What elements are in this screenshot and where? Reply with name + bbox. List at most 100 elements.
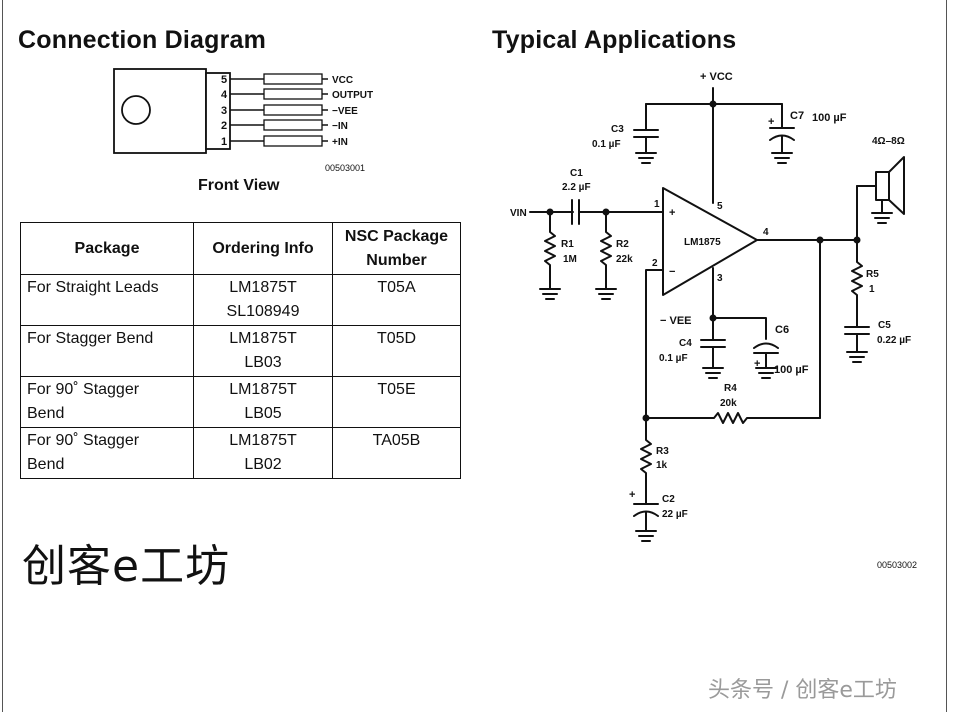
connection-diagram-title: Connection Diagram xyxy=(18,26,267,54)
resistor-r5 xyxy=(851,239,863,327)
ground-icon xyxy=(702,367,724,379)
c6-value: 100 µF xyxy=(774,364,809,376)
capacitor-c3 xyxy=(633,103,659,154)
c2-value: 22 µF xyxy=(662,509,688,520)
r2-label: R2 xyxy=(616,239,629,250)
ordering-line: LM1875T xyxy=(229,330,297,347)
c7-value: 100 µF xyxy=(812,112,847,124)
ordering-line: LM1875T xyxy=(229,279,297,296)
pin-row-5 xyxy=(230,73,328,85)
pin-label-5: VCC xyxy=(332,75,353,86)
input-line xyxy=(529,199,664,225)
header-nsc-package-number: NSC Package Number xyxy=(332,222,461,275)
nsc-cell: T05D xyxy=(332,325,461,377)
resistor-r3 xyxy=(640,417,652,504)
r3-value: 1k xyxy=(656,460,668,471)
pin-label-3: −VEE xyxy=(332,106,358,117)
c3-label: C3 xyxy=(611,124,624,135)
r1-value: 1M xyxy=(563,254,577,265)
ground-icon xyxy=(635,152,657,164)
capacitor-c6 xyxy=(753,342,779,369)
nsc-cell: T05A xyxy=(332,274,461,326)
lm1875-amplifier xyxy=(662,187,758,296)
ordering-cell: LM1875T LB02 xyxy=(193,427,333,479)
ground-icon xyxy=(755,367,777,379)
c3-value: 0.1 µF xyxy=(592,139,621,150)
vcc-rail xyxy=(645,87,783,204)
pin2-label: 2 xyxy=(652,258,658,269)
vee-label: − VEE xyxy=(660,315,692,327)
header-ordering-info: Ordering Info xyxy=(193,222,333,275)
nsc-cell: TA05B xyxy=(332,427,461,479)
pin-row-2 xyxy=(230,119,328,131)
capacitor-c4 xyxy=(700,339,726,369)
pin5-label: 5 xyxy=(717,201,723,212)
application-part-code: 00503002 xyxy=(877,560,917,570)
vee-rail xyxy=(709,267,767,340)
r2-value: 22k xyxy=(616,254,633,265)
package-cell: For 90˚ Stagger Bend xyxy=(20,376,194,428)
c6-label: C6 xyxy=(775,324,789,336)
ordering-line: LM1875T xyxy=(229,381,297,398)
pin-label-2: −IN xyxy=(332,121,348,132)
ordering-line: LB05 xyxy=(244,405,282,422)
pin-number-2: 2 xyxy=(221,120,227,132)
ordering-cell: LM1875T LB05 xyxy=(193,376,333,428)
capacitor-c5 xyxy=(844,326,870,353)
c4-value: 0.1 µF xyxy=(659,353,688,364)
package-cell: For 90˚ Stagger Bend xyxy=(20,427,194,479)
front-view-label: Front View xyxy=(198,177,280,194)
capacitor-c7 xyxy=(769,103,795,154)
c1-value: 2.2 µF xyxy=(562,182,591,193)
package-cell: For Straight Leads xyxy=(20,274,194,326)
typical-applications-title: Typical Applications xyxy=(492,26,737,54)
pin-row-3 xyxy=(230,104,328,116)
vcc-label: + VCC xyxy=(700,71,733,83)
connection-part-code: 00503001 xyxy=(325,163,365,173)
pin-number-5: 5 xyxy=(221,74,227,86)
capacitor-c2 xyxy=(633,503,659,532)
resistor-r1 xyxy=(544,211,556,289)
pin4-label: 4 xyxy=(763,227,769,238)
c7-plus: + xyxy=(768,116,774,128)
ordering-line: LB02 xyxy=(244,456,282,473)
pin-row-4 xyxy=(230,88,328,100)
r5-value: 1 xyxy=(869,284,875,295)
r1-label: R1 xyxy=(561,239,574,250)
pin-number-4: 4 xyxy=(221,89,228,101)
speaker-label: 4Ω–8Ω xyxy=(872,136,905,147)
table-row: For Straight Leads LM1875T SL108949 T05A xyxy=(20,274,461,326)
pin-number-1: 1 xyxy=(221,136,227,148)
header-package: Package xyxy=(20,222,194,275)
c2-label: C2 xyxy=(662,494,675,505)
noninverting-sign: + xyxy=(669,207,675,219)
c7-label: C7 xyxy=(790,110,804,122)
r4-value: 20k xyxy=(720,398,737,409)
watermark: 头条号 / 创客e工坊 xyxy=(708,678,897,703)
pin-label-4: OUTPUT xyxy=(332,90,373,101)
speaker-icon xyxy=(856,156,905,241)
right-border xyxy=(946,0,947,712)
package-body xyxy=(205,72,231,150)
ground-icon xyxy=(635,530,657,542)
ordering-cell: LM1875T SL108949 xyxy=(193,274,333,326)
package-cell: For Stagger Bend xyxy=(20,325,194,377)
chinese-title: 创客e工坊 xyxy=(22,541,231,592)
c6-plus: + xyxy=(754,358,760,370)
ground-icon xyxy=(771,152,793,164)
c5-value: 0.22 µF xyxy=(877,335,911,346)
r5-label: R5 xyxy=(866,269,879,280)
pin-label-1: +IN xyxy=(332,137,348,148)
package-table: Package Ordering Info NSC Package Number… xyxy=(20,222,461,479)
ground-icon xyxy=(846,351,868,363)
ordering-line: LM1875T xyxy=(229,432,297,449)
c2-plus: + xyxy=(629,489,635,501)
ground-icon xyxy=(595,288,617,300)
ordering-line: SL108949 xyxy=(226,303,300,320)
ground-icon xyxy=(539,288,561,300)
table-row: For 90˚ Stagger Bend LM1875T LB02 TA05B xyxy=(20,427,461,479)
pin1-label: 1 xyxy=(654,199,660,210)
r4-label: R4 xyxy=(724,383,737,394)
